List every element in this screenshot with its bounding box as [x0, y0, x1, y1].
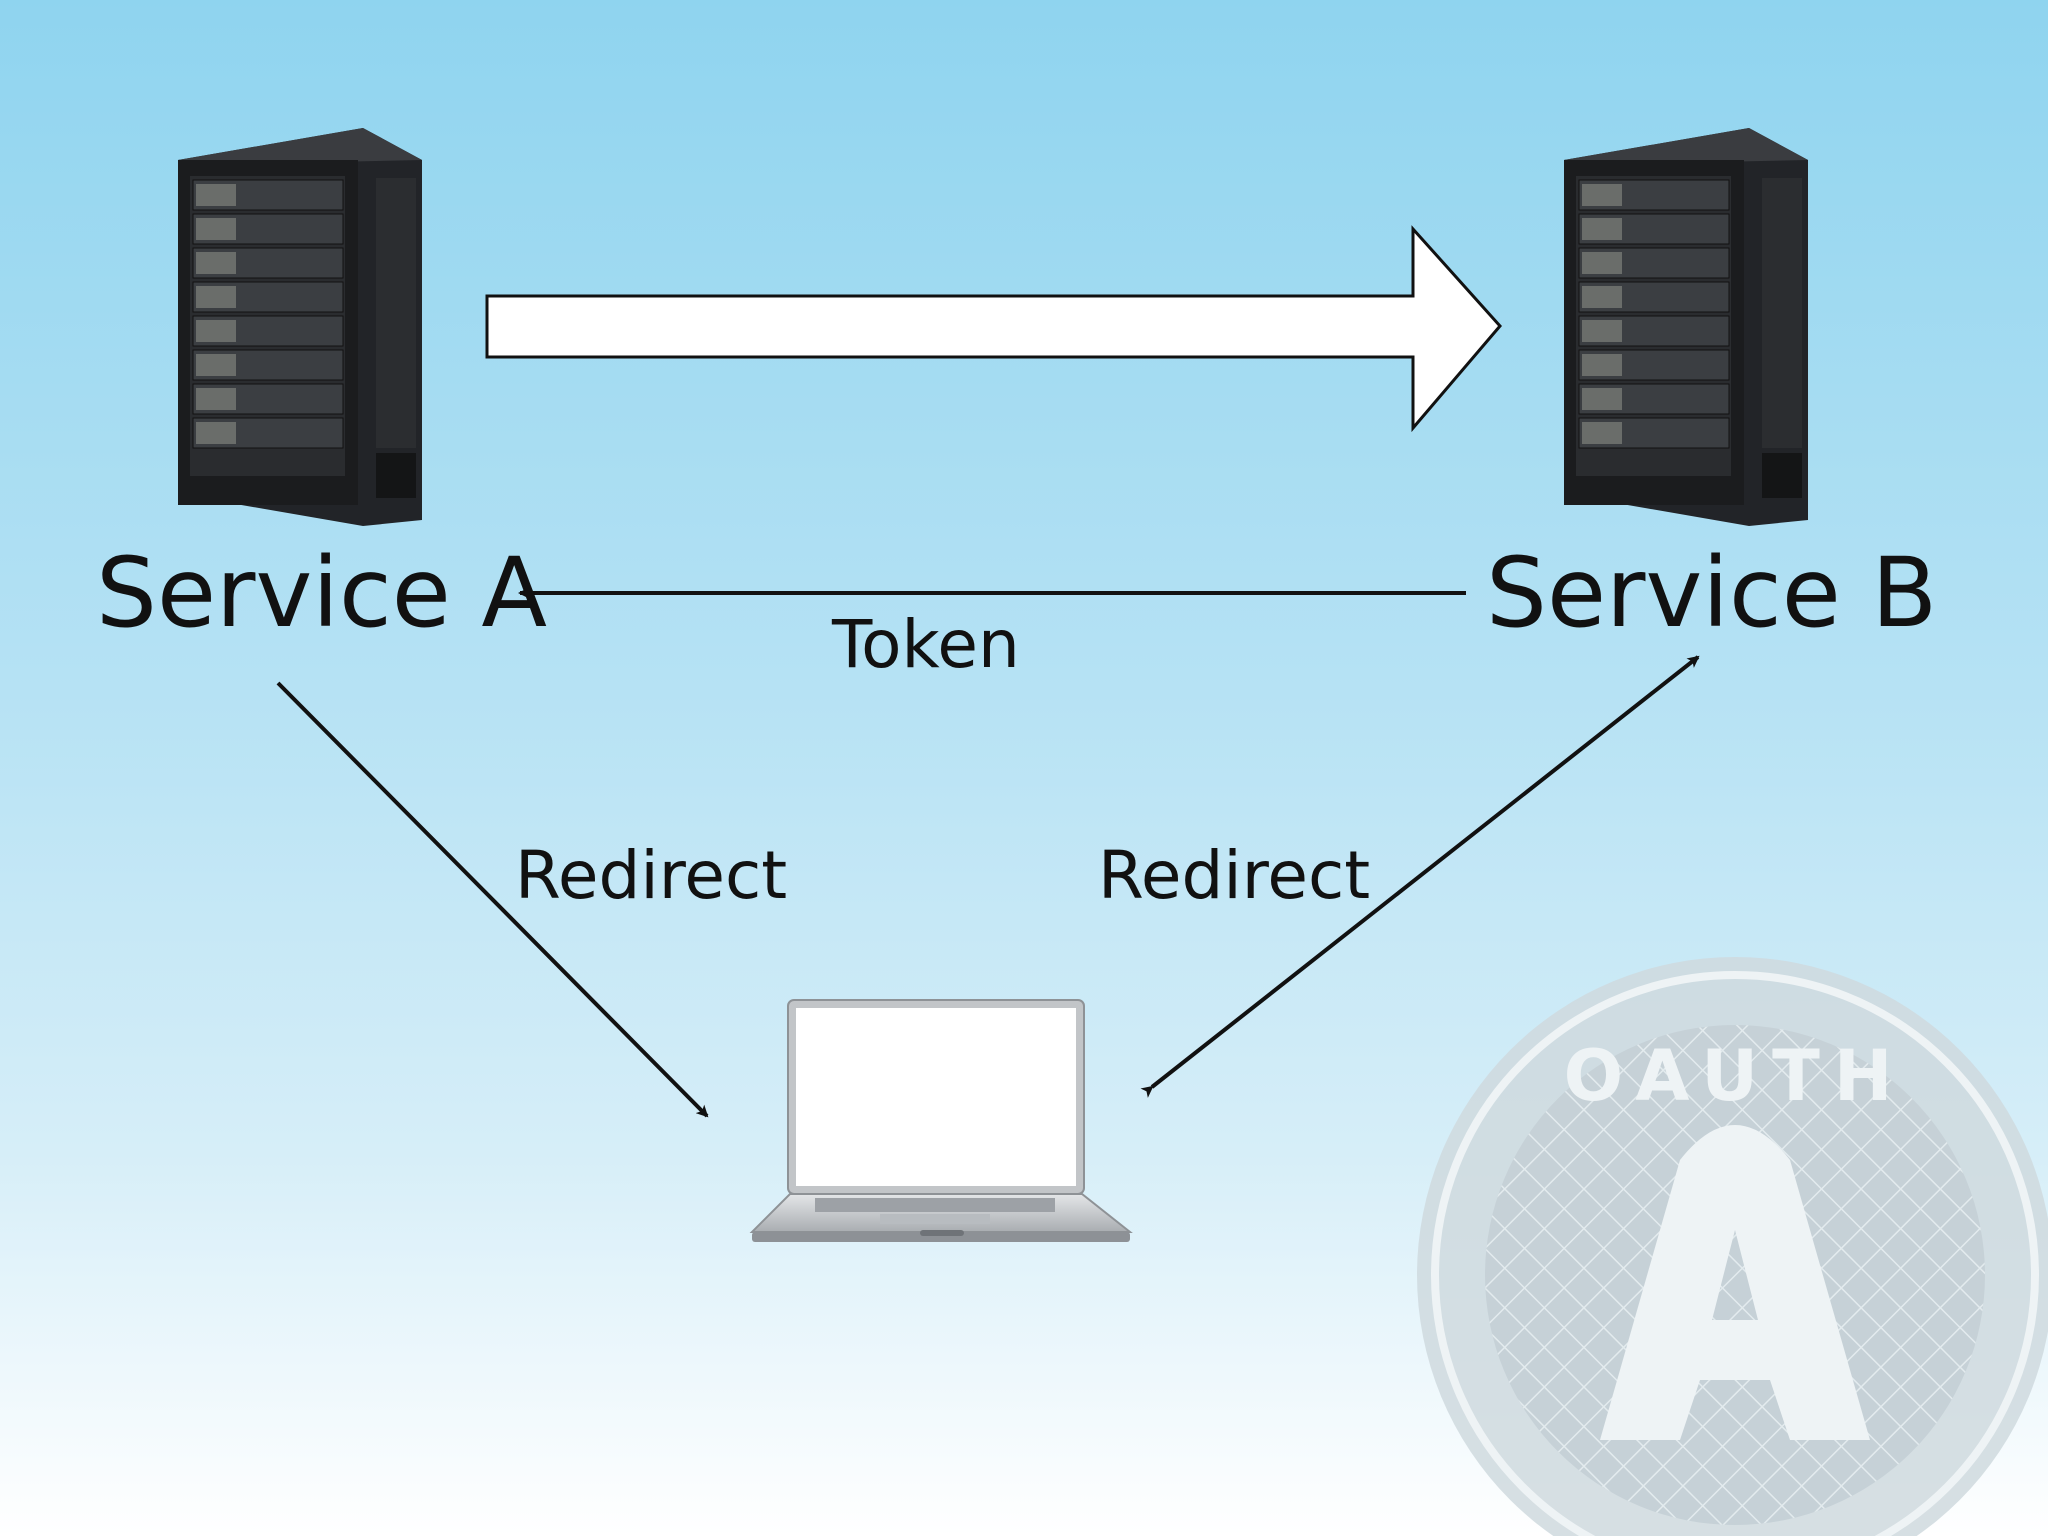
token-label: Token: [832, 606, 1020, 683]
server-b-icon: [1564, 128, 1808, 526]
service-b-label: Service B: [1486, 537, 1938, 649]
oauth-logo: OAUTH: [1417, 957, 2048, 1536]
oauth-logo-text-top: OAUTH: [1564, 1035, 1907, 1117]
redirect-b-label: Redirect: [1098, 837, 1371, 914]
redirect-arrow-a: [276, 681, 709, 1118]
server-a-icon: [178, 128, 422, 526]
service-a-label: Service A: [96, 537, 547, 649]
laptop-icon: [749, 999, 1133, 1242]
redirect-a-label: Redirect: [515, 837, 788, 914]
redirect-arrow-b: [1140, 655, 1700, 1098]
request-arrow: [485, 225, 1502, 433]
oauth-letter-a-icon: [1600, 1125, 1870, 1440]
